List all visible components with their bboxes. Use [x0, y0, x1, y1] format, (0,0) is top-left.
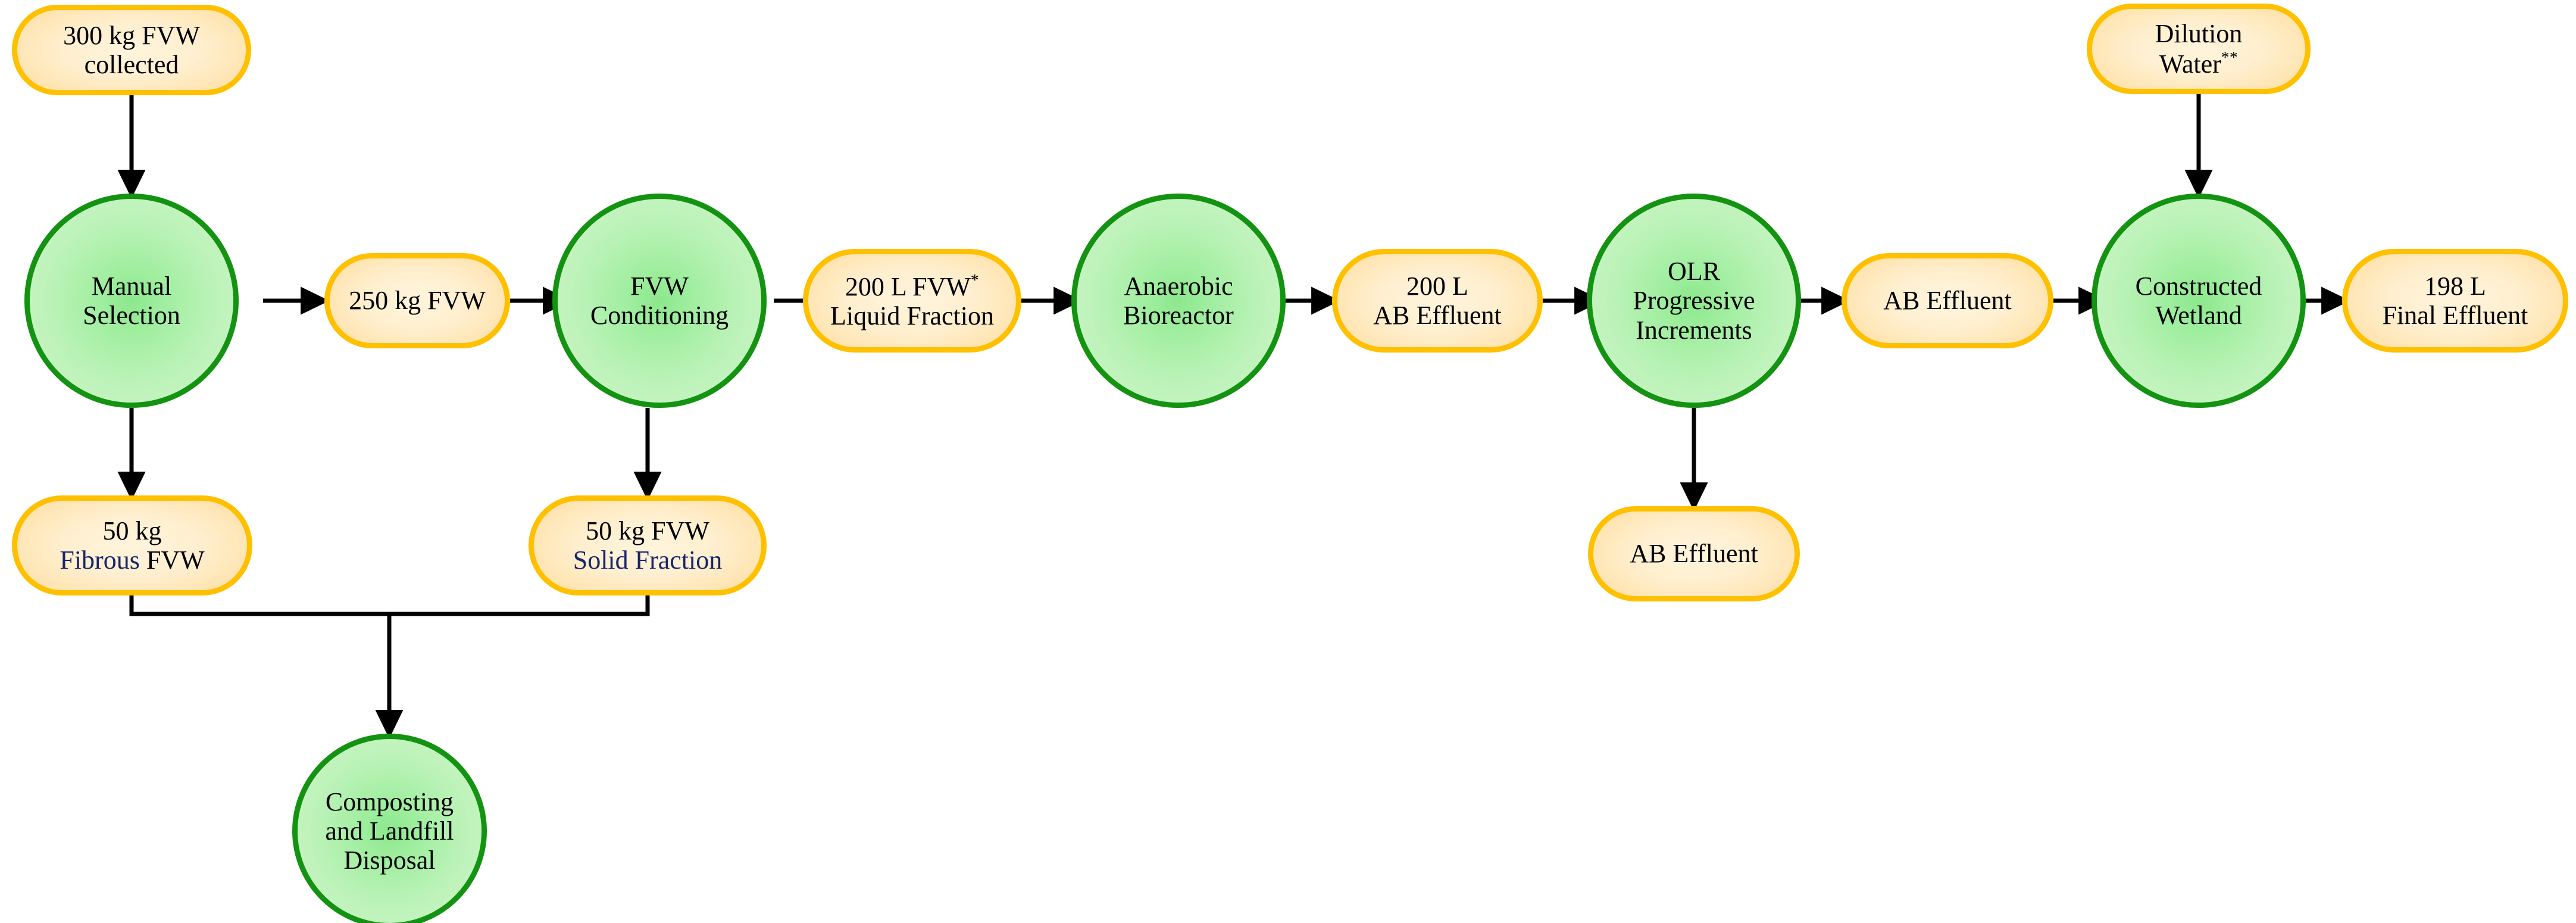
edge-fibrous-merge-stem — [129, 595, 650, 616]
node-label-line: Wetland — [2155, 301, 2242, 330]
node-label-line: AB Effluent — [1883, 286, 2012, 316]
node-label-text: Water — [2159, 49, 2221, 79]
node-constructed-wetland[interactable]: Constructed Wetland — [2092, 194, 2306, 408]
node-label-line: 50 kg FVW — [586, 516, 709, 545]
footnote-marker-double: ** — [2221, 48, 2239, 67]
node-label-line: 198 L — [2424, 271, 2486, 301]
node-label-line: 300 kg FVW — [63, 20, 200, 50]
node-label-line: AB Effluent — [1630, 539, 1758, 569]
node-dilution-water[interactable]: Dilution Water** — [2087, 4, 2311, 94]
node-label-line: Selection — [83, 301, 180, 330]
node-label-line-navy: Solid Fraction — [573, 545, 723, 575]
node-label-line: AB Effluent — [1373, 301, 1502, 330]
node-label-line: FVW — [630, 271, 689, 301]
node-fvw-250kg[interactable]: 250 kg FVW — [324, 253, 510, 348]
node-label-line: Water** — [2155, 48, 2243, 79]
node-label-line: Composting — [325, 787, 454, 816]
node-label-text-navy: Fibrous — [60, 545, 140, 575]
node-fvw-solid-fraction[interactable]: 50 kg FVW Solid Fraction — [529, 495, 767, 595]
node-label-line: Dilution — [2155, 18, 2243, 48]
node-olr-progressive-increments[interactable]: OLR Progressive Increments — [1587, 194, 1801, 408]
node-label-line: and Landfill — [325, 816, 454, 846]
node-label-line: Manual — [91, 271, 172, 301]
node-label-line: 200 L — [1406, 271, 1468, 301]
footnote-marker-single: * — [970, 270, 980, 289]
node-label-line: collected — [84, 50, 179, 79]
node-label-line: Conditioning — [590, 301, 729, 330]
node-label-line: 250 kg FVW — [349, 286, 486, 316]
node-label-line: Final Effluent — [2382, 301, 2528, 330]
node-label-text: FVW — [139, 545, 205, 575]
node-fvw-conditioning[interactable]: FVW Conditioning — [552, 194, 767, 408]
node-label-line: Bioreactor — [1123, 301, 1234, 330]
node-label-line: Fibrous FVW — [60, 545, 204, 575]
node-label-line: Increments — [1636, 315, 1752, 345]
node-anaerobic-bioreactor[interactable]: Anaerobic Bioreactor — [1071, 194, 1286, 408]
node-fibrous-fvw[interactable]: 50 kg Fibrous FVW — [12, 495, 252, 595]
node-manual-selection[interactable]: Manual Selection — [24, 194, 239, 408]
node-fvw-collected[interactable]: 300 kg FVW collected — [12, 5, 251, 95]
node-label-line: Liquid Fraction — [830, 301, 994, 330]
node-label-line: Disposal — [343, 846, 436, 875]
node-label-text: 200 L FVW — [845, 272, 971, 301]
node-composting-landfill[interactable]: Composting and Landfill Disposal — [292, 734, 487, 923]
node-label-line: Progressive — [1633, 286, 1755, 316]
node-label-line: 200 L FVW* — [830, 271, 994, 301]
node-ab-effluent-200l[interactable]: 200 L AB Effluent — [1332, 249, 1543, 353]
node-label-line: Constructed — [2135, 271, 2262, 301]
node-label-line: Anaerobic — [1124, 271, 1233, 301]
node-ab-effluent-bottom[interactable]: AB Effluent — [1588, 506, 1800, 601]
node-fvw-liquid-fraction[interactable]: 200 L FVW* Liquid Fraction — [803, 249, 1021, 353]
node-label-line: 50 kg — [102, 516, 162, 545]
node-ab-effluent-right[interactable]: AB Effluent — [1842, 253, 2053, 348]
node-final-effluent[interactable]: 198 L Final Effluent — [2342, 249, 2568, 353]
node-label-line: OLR — [1668, 257, 1720, 286]
